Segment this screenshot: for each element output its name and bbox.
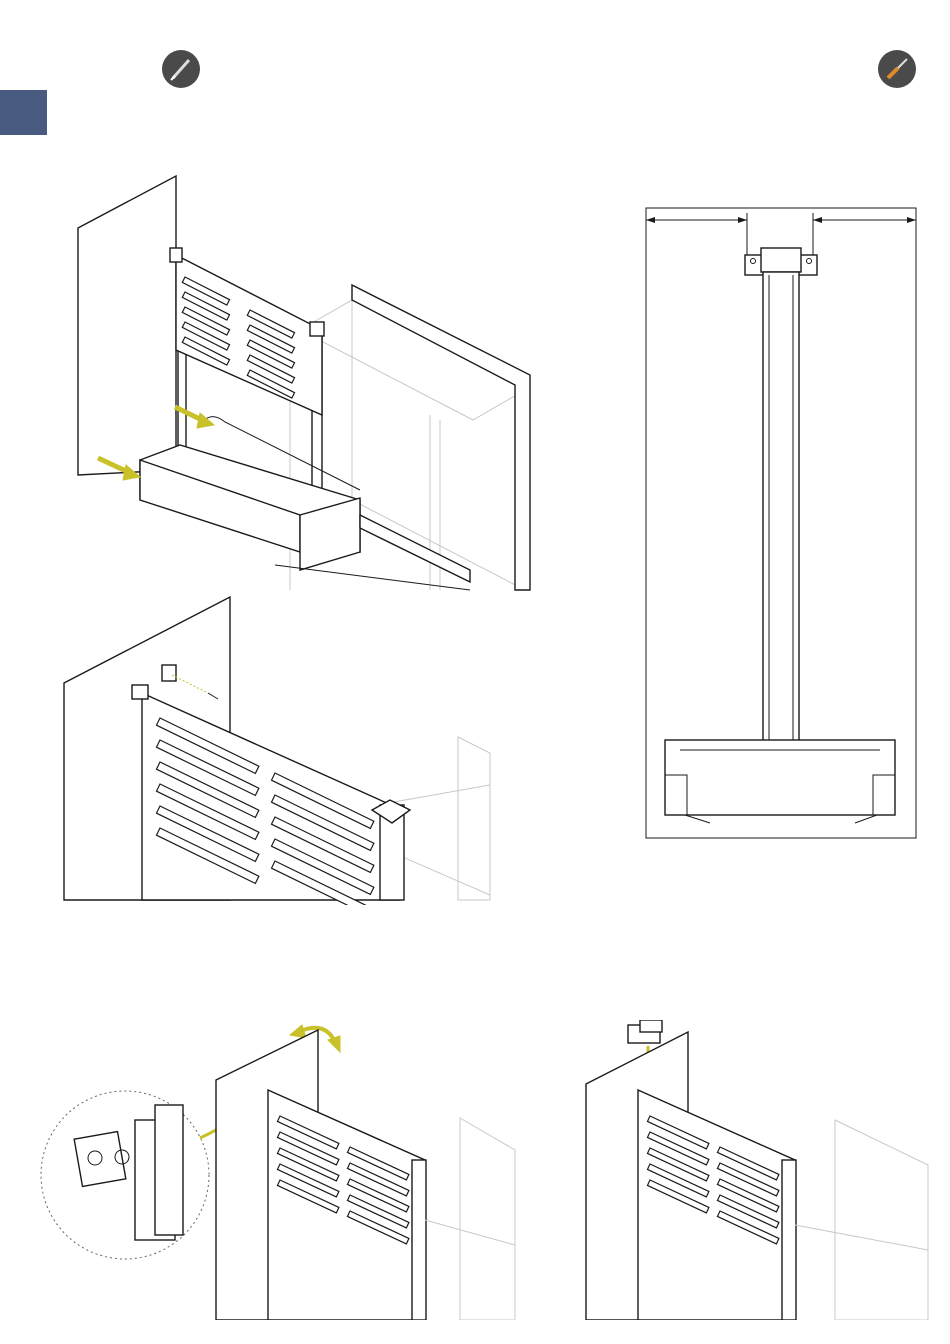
step-3-front-view [645,205,920,845]
step-5-illustration [580,1020,940,1320]
screw-icon [162,50,200,88]
step-1-illustration [60,170,540,600]
step-2-illustration [60,595,500,905]
language-tab[interactable] [0,90,47,135]
screwdriver-icon [878,50,916,88]
step-4-illustration [40,1020,520,1320]
